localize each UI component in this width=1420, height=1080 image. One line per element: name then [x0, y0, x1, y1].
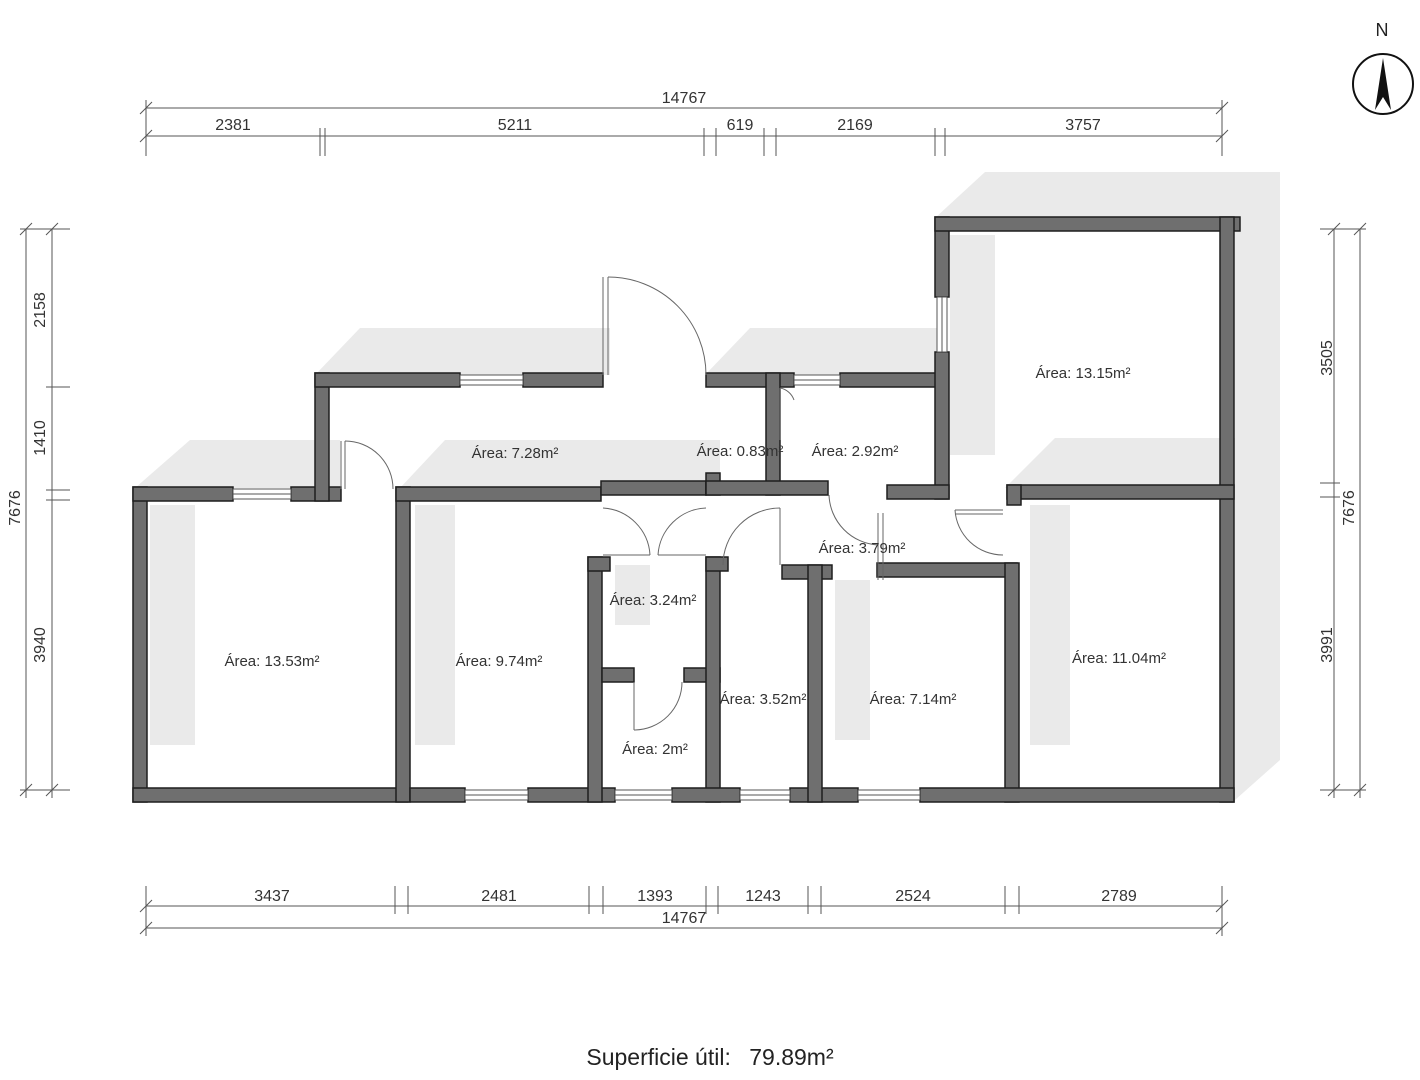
top-dimension-3: 619 — [727, 117, 754, 134]
bottom-dimension-3: 1393 — [637, 888, 673, 905]
bottom-total-dimension: 14767 — [662, 910, 707, 927]
room-area-label: Área: 2.92m² — [812, 443, 899, 460]
room-area-label: Área: 9.74m² — [456, 653, 543, 670]
right-dimension-1: 3505 — [1319, 340, 1336, 376]
room-area-label: Área: 13.15m² — [1035, 365, 1130, 382]
bottom-dimension-4: 1243 — [745, 888, 781, 905]
useful-area-summary: Superficie útil: 79.89m² — [0, 1044, 1420, 1071]
wall-shadows — [135, 172, 1280, 800]
left-dimension-2: 1410 — [32, 420, 49, 456]
north-arrow-icon — [1375, 58, 1391, 110]
room-area-label: Área: 3.79m² — [819, 540, 906, 557]
bottom-dimension-1: 3437 — [254, 888, 290, 905]
bottom-dimension-2: 2481 — [481, 888, 517, 905]
windows — [232, 296, 948, 801]
north-arrow: N — [1352, 20, 1414, 115]
room-area-label: Área: 3.52m² — [720, 691, 807, 708]
left-dimensions — [19, 222, 70, 798]
room-area-label: Área: 7.14m² — [870, 691, 957, 708]
room-area-label: Área: 3.24m² — [610, 592, 697, 609]
useful-area-label: Superficie útil: — [586, 1044, 731, 1070]
room-area-label: Área: 2m² — [622, 741, 688, 758]
left-dimension-3: 3940 — [32, 627, 49, 663]
useful-area-value: 79.89m² — [749, 1044, 834, 1070]
left-dimension-1: 2158 — [32, 292, 49, 328]
right-dimensions — [1320, 222, 1367, 798]
top-total-dimension: 14767 — [662, 90, 707, 107]
doors — [340, 276, 1004, 731]
top-dimension-5: 3757 — [1065, 117, 1101, 134]
top-dimension-2: 5211 — [498, 117, 533, 134]
walls — [132, 216, 1241, 803]
room-area-label: Área: 11.04m² — [1072, 650, 1166, 667]
bottom-dimension-6: 2789 — [1101, 888, 1137, 905]
room-area-label: Área: 13.53m² — [224, 653, 319, 670]
top-dimensions — [139, 100, 1229, 156]
left-total-dimension: 7676 — [7, 490, 24, 526]
room-area-label: Área: 0.83m² — [697, 443, 784, 460]
room-area-label: Área: 7.28m² — [472, 445, 559, 462]
bottom-dimensions — [139, 886, 1229, 936]
right-dimension-2: 3991 — [1319, 627, 1336, 663]
top-dimension-4: 2169 — [837, 117, 873, 134]
north-label: N — [1376, 20, 1389, 40]
top-dimension-1: 2381 — [215, 117, 251, 134]
right-total-dimension: 7676 — [1341, 490, 1358, 526]
bottom-dimension-5: 2524 — [895, 888, 931, 905]
